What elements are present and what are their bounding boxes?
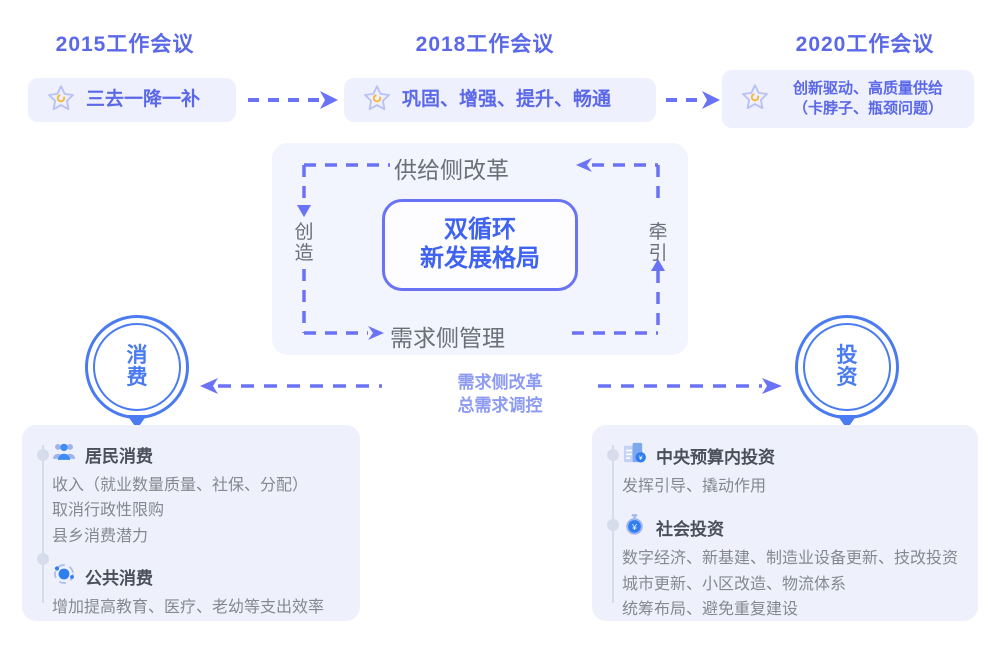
stopwatch-yuan-icon: ¥ [622,513,647,541]
card-rail-dot [37,449,49,461]
group-line: 收入（就业数量质量、社保、分配） [52,477,309,494]
node-consumption[interactable]: 消费 [85,315,189,429]
dashed-arrow-right-icon-demand [596,376,786,401]
group-header: ¥ 中央预算内投资 [622,441,960,469]
card-rail-dot [607,519,619,531]
dashed-arrow-left-icon-demand [196,376,384,401]
group-header: 公共消费 [52,563,342,590]
card-rail [42,445,44,603]
era-title-2020: 2020工作会议 [795,33,935,56]
star-refresh-icon [740,82,770,117]
center-panel: 供给侧改革 需求侧管理 创造 牵引 双循环 新发展格局 [272,143,688,355]
core-concept-box: 双循环 新发展格局 [382,199,578,291]
svg-text:¥: ¥ [639,455,643,462]
center-loop-arrows [297,158,665,340]
center-right-label: 牵引 [648,222,668,264]
core-line-2: 新发展格局 [420,245,540,273]
group-line: 城市更新、小区改造、物流体系 [622,575,847,593]
mid-arrow-label: 需求侧改革 总需求调控 [400,372,600,418]
era-pill-text-2020-line1: 创新驱动、高质量供给 [792,79,943,97]
svg-text:¥: ¥ [631,523,637,533]
era-pill-text-2018: 巩固、增强、提升、畅通 [402,89,612,111]
era-title-2018: 2018工作会议 [415,33,555,56]
card-rail-dot [37,553,49,565]
center-top-flow-label: 供给侧改革 [394,157,509,183]
card-rail-dot [607,449,619,461]
era-pill-2015[interactable]: 三去一降一补 [28,78,236,122]
node-inner-ring [93,323,181,411]
node-consumption-circle: 消费 [85,315,189,429]
mid-arrow-label-line1: 需求侧改革 [457,373,543,392]
group-line: 取消行政性限购 [52,502,165,520]
group-line: 增加提高教育、医疗、老幼等支出效率 [52,598,325,616]
group-title: 社会投资 [656,519,724,539]
group-line: 县乡消费潜力 [52,527,149,545]
group-line: 数字经济、新基建、制造业设备更新、技改投资 [622,550,959,568]
star-refresh-icon [362,83,392,118]
card-group-central-budget: ¥ 中央预算内投资 发挥引导、撬动作用 [622,441,960,499]
atom-orbit-icon [52,563,76,590]
era-pill-text-2015: 三去一降一补 [86,89,201,111]
dashed-arrow-right-icon-1 [246,88,342,112]
group-title: 公共消费 [85,568,153,588]
card-investment: ¥ 中央预算内投资 发挥引导、撬动作用 ¥ 社会投资 [592,425,978,621]
group-title: 居民消费 [85,447,153,466]
node-inner-ring [803,323,891,411]
era-title-2015: 2015工作会议 [55,33,195,56]
card-consumption: 居民消费 收入（就业数量质量、社保、分配） 取消行政性限购 县乡消费潜力 公共消… [22,425,360,621]
group-line: 统筹布局、避免重复建设 [622,600,799,618]
center-bottom-flow-label: 需求侧管理 [390,325,505,351]
group-header: 居民消费 [52,441,342,468]
people-group-icon [52,441,76,468]
mid-arrow-label-line2: 总需求调控 [457,395,543,415]
star-refresh-icon [46,83,76,118]
group-line: 发挥引导、撬动作用 [622,478,767,495]
era-pill-2020[interactable]: 创新驱动、高质量供给 （卡脖子、瓶颈问题） [722,70,974,128]
center-left-label: 创造 [294,222,314,264]
era-pill-2018[interactable]: 巩固、增强、提升、畅通 [344,78,656,122]
group-header: ¥ 社会投资 [622,513,960,541]
node-investment[interactable]: 投资 [795,315,899,429]
group-title: 中央预算内投资 [656,447,775,467]
node-investment-circle: 投资 [795,315,899,429]
core-line-1: 双循环 [444,215,516,243]
building-chart-icon: ¥ [622,441,647,469]
dashed-arrow-right-icon-2 [664,88,722,112]
era-pill-text-2020-line2: （卡脖子、瓶颈问题） [792,100,943,117]
node-consumption-label: 消费 [126,343,148,389]
card-group-residents: 居民消费 收入（就业数量质量、社保、分配） 取消行政性限购 县乡消费潜力 [52,441,342,549]
node-investment-label: 投资 [836,343,858,389]
card-group-social-investment: ¥ 社会投资 数字经济、新基建、制造业设备更新、技改投资 城市更新、小区改造、物… [622,513,960,622]
card-group-public: 公共消费 增加提高教育、医疗、老幼等支出效率 [52,563,342,620]
